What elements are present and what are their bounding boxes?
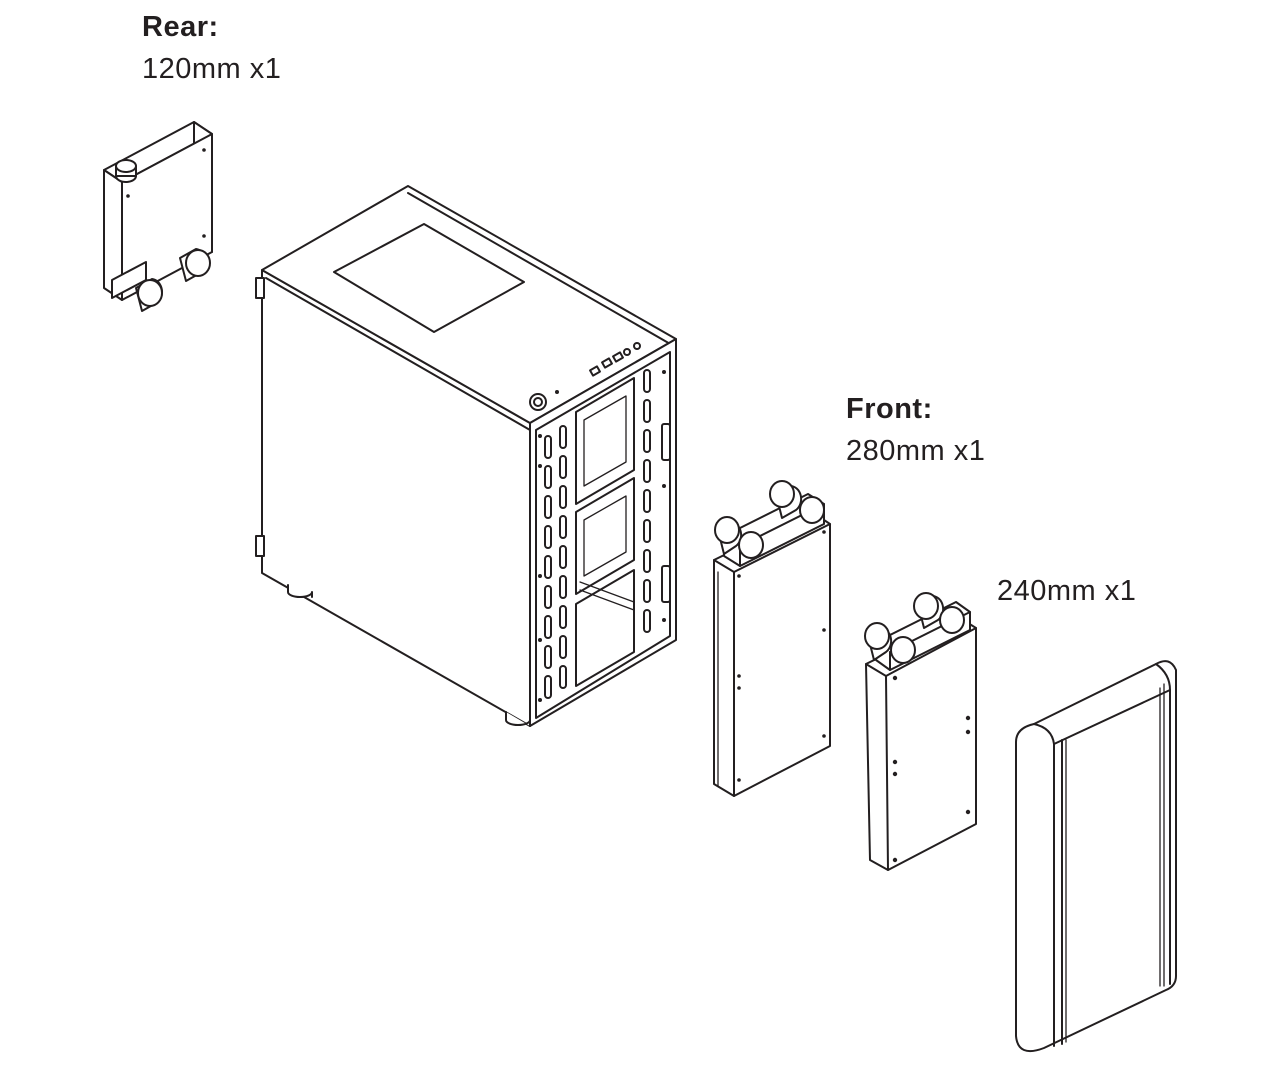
rear-heading: Rear: <box>142 11 219 43</box>
front-heading: Front: <box>846 393 933 425</box>
front-label: Front: 280mm x1 <box>846 388 985 472</box>
front-alt-label: 240mm x1 <box>997 570 1136 612</box>
front-size-240: 240mm x1 <box>997 575 1137 607</box>
radiator-240mm-icon <box>864 592 977 871</box>
pc-case-icon <box>255 185 677 727</box>
rear-label: Rear: 120mm x1 <box>142 6 281 90</box>
front-size-280: 280mm x1 <box>846 435 986 468</box>
front-panel-icon <box>1015 660 1177 1052</box>
radiator-280mm-icon <box>713 480 831 797</box>
radiator-120mm-icon <box>103 121 213 312</box>
rear-size: 120mm x1 <box>142 53 282 86</box>
